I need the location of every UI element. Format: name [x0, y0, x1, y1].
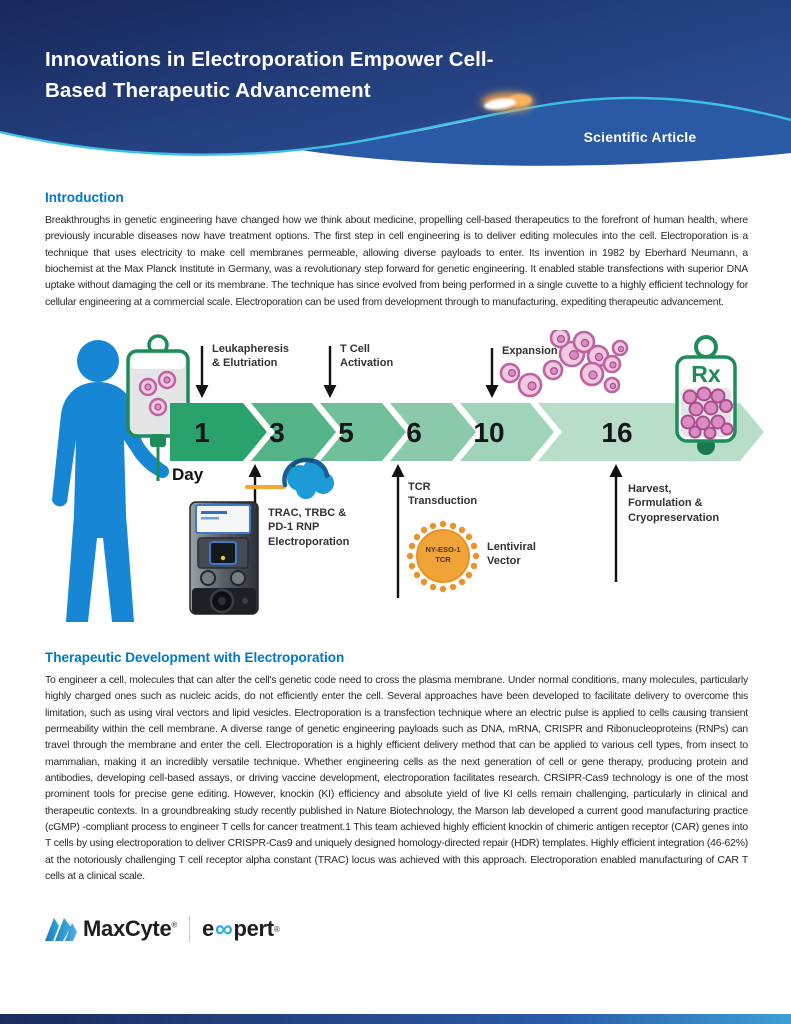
day-number-3: 3	[269, 417, 285, 448]
header-wave-graphic	[0, 0, 791, 166]
day-number-1: 1	[194, 417, 210, 448]
annotation-tcell-activation: T Cell Activation	[340, 343, 394, 370]
maxcyte-registered-mark: ®	[171, 920, 177, 930]
annotation-expansion: Expansion	[502, 345, 558, 357]
header-navy-shape	[0, 0, 791, 155]
annotation-harvest: Harvest, Formulation & Cryopreservation	[628, 483, 720, 524]
lentiviral-vector-icon	[406, 520, 480, 593]
expert-wordmark: e∞pert®	[202, 915, 280, 943]
cyan-curve-line	[0, 96, 791, 156]
electroporation-machine-icon	[189, 501, 259, 615]
day-number-5: 5	[338, 417, 354, 448]
logo-divider	[189, 916, 190, 942]
expert-pert: pert	[233, 916, 274, 941]
comet-accent-icon	[482, 93, 534, 111]
expanded-cells-icon	[499, 330, 629, 398]
rx-product-bag-icon	[675, 335, 737, 455]
section2-heading: Therapeutic Development with Electropora…	[45, 650, 345, 665]
footer-logos: MaxCyte® e∞pert®	[45, 912, 280, 946]
header-band-shape	[300, 97, 791, 166]
process-timeline-diagram: 1 3 5 6 10 16 Day Leukapheresis & Elutri…	[0, 330, 791, 640]
intro-paragraph: Breakthroughs in genetic engineering hav…	[45, 215, 748, 308]
day-axis-label: Day	[172, 465, 204, 484]
rnp-complex-icon	[245, 457, 334, 499]
day-number-6: 6	[406, 417, 422, 448]
rx-label: Rx	[691, 361, 721, 387]
footer-accent-bar	[0, 1014, 791, 1024]
intro-heading: Introduction	[45, 190, 124, 205]
annotation-leukapheresis: Leukapheresis & Elutriation	[212, 343, 290, 370]
page-title: Innovations in Electroporation Empower C…	[45, 48, 494, 103]
section2-paragraph: To engineer a cell, molecules that can a…	[45, 675, 748, 882]
header-banner: Innovations in Electroporation Empower C…	[0, 0, 791, 178]
annotation-rnp-electroporation: TRAC, TRBC & PD-1 RNP Electroporation	[268, 507, 350, 548]
human-silhouette-icon	[52, 340, 170, 622]
timeline-down-arrows	[195, 346, 499, 398]
article-type-badge: Scientific Article	[583, 129, 697, 145]
annotation-tcr-transduction: TCR Transduction	[408, 481, 478, 508]
expert-registered-mark: ®	[273, 924, 280, 934]
annotation-lentiviral-vector: Lentiviral Vector	[487, 541, 536, 568]
day-number-16: 16	[601, 417, 633, 448]
day-number-10: 10	[473, 417, 505, 448]
virus-badge-label: NY-ESO-1 TCR	[425, 545, 461, 564]
maxcyte-wordmark: MaxCyte®	[83, 916, 177, 941]
timeline-graphic	[52, 330, 764, 622]
maxcyte-m-icon	[45, 918, 77, 941]
expert-e: e	[202, 916, 214, 941]
